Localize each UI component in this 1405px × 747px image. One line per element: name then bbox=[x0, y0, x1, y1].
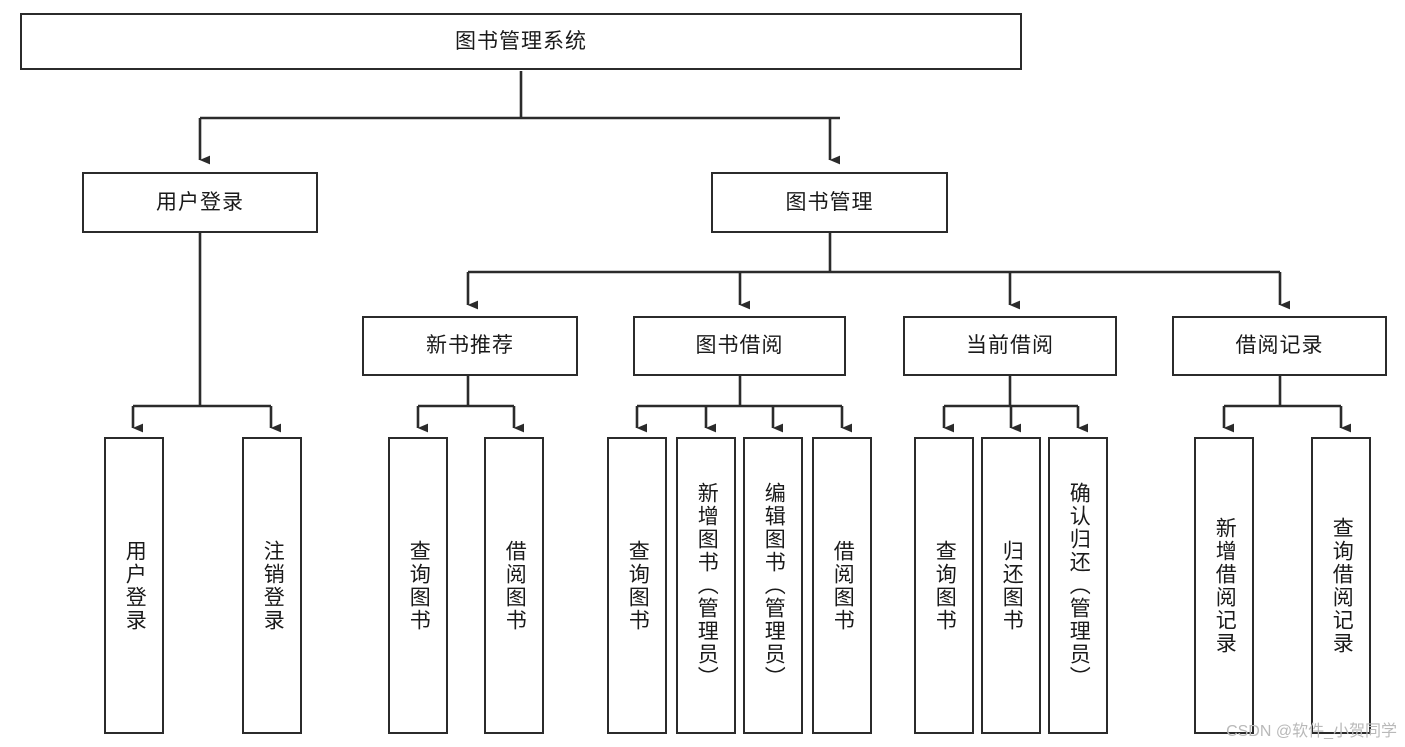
leaf-borrow-book-label: 借阅图书 bbox=[831, 539, 855, 632]
leaf-edit-book-admin-label: 编辑图书（管理员） bbox=[762, 482, 786, 689]
leaf-query-book-borrow[interactable]: 查询图书 bbox=[607, 437, 667, 734]
leaf-add-borrow-record[interactable]: 新增借阅记录 bbox=[1194, 437, 1254, 734]
leaf-confirm-return-admin[interactable]: 确认归还（管理员） bbox=[1048, 437, 1108, 734]
node-current-borrow-label: 当前借阅 bbox=[966, 334, 1054, 358]
node-new-book-recommend-label: 新书推荐 bbox=[426, 334, 514, 358]
leaf-borrow-book-recommend-label: 借阅图书 bbox=[503, 539, 527, 632]
leaf-borrow-book[interactable]: 借阅图书 bbox=[812, 437, 872, 734]
leaf-query-book-borrow-label: 查询图书 bbox=[626, 539, 650, 632]
node-book-borrow-label: 图书借阅 bbox=[695, 334, 784, 358]
leaf-add-borrow-record-label: 新增借阅记录 bbox=[1213, 516, 1237, 655]
leaf-logout[interactable]: 注销登录 bbox=[242, 437, 302, 734]
node-new-book-recommend[interactable]: 新书推荐 bbox=[362, 316, 578, 376]
node-book-management-label: 图书管理 bbox=[785, 190, 874, 214]
leaf-return-book-label: 归还图书 bbox=[1000, 539, 1024, 632]
leaf-user-login[interactable]: 用户登录 bbox=[104, 437, 164, 734]
node-book-management[interactable]: 图书管理 bbox=[711, 172, 948, 233]
leaf-logout-label: 注销登录 bbox=[261, 539, 285, 632]
node-root[interactable]: 图书管理系统 bbox=[20, 13, 1022, 70]
leaf-query-borrow-record-label: 查询借阅记录 bbox=[1330, 516, 1354, 655]
node-borrow-record-label: 借阅记录 bbox=[1235, 334, 1324, 358]
leaf-query-book-current[interactable]: 查询图书 bbox=[914, 437, 974, 734]
node-current-borrow[interactable]: 当前借阅 bbox=[903, 316, 1117, 376]
leaf-borrow-book-recommend[interactable]: 借阅图书 bbox=[484, 437, 544, 734]
leaf-user-login-label: 用户登录 bbox=[123, 539, 147, 632]
leaf-query-book-recommend[interactable]: 查询图书 bbox=[388, 437, 448, 734]
leaf-return-book[interactable]: 归还图书 bbox=[981, 437, 1041, 734]
leaf-query-book-recommend-label: 查询图书 bbox=[407, 539, 431, 632]
node-borrow-record[interactable]: 借阅记录 bbox=[1172, 316, 1387, 376]
leaf-add-book-admin[interactable]: 新增图书（管理员） bbox=[676, 437, 736, 734]
node-root-label: 图书管理系统 bbox=[455, 29, 587, 53]
node-user-login-label: 用户登录 bbox=[156, 190, 244, 214]
leaf-query-borrow-record[interactable]: 查询借阅记录 bbox=[1311, 437, 1371, 734]
node-user-login[interactable]: 用户登录 bbox=[82, 172, 318, 233]
leaf-add-book-admin-label: 新增图书（管理员） bbox=[695, 482, 719, 689]
leaf-query-book-current-label: 查询图书 bbox=[933, 539, 957, 632]
leaf-confirm-return-admin-label: 确认归还（管理员） bbox=[1067, 482, 1091, 689]
leaf-edit-book-admin[interactable]: 编辑图书（管理员） bbox=[743, 437, 803, 734]
node-book-borrow[interactable]: 图书借阅 bbox=[633, 316, 846, 376]
